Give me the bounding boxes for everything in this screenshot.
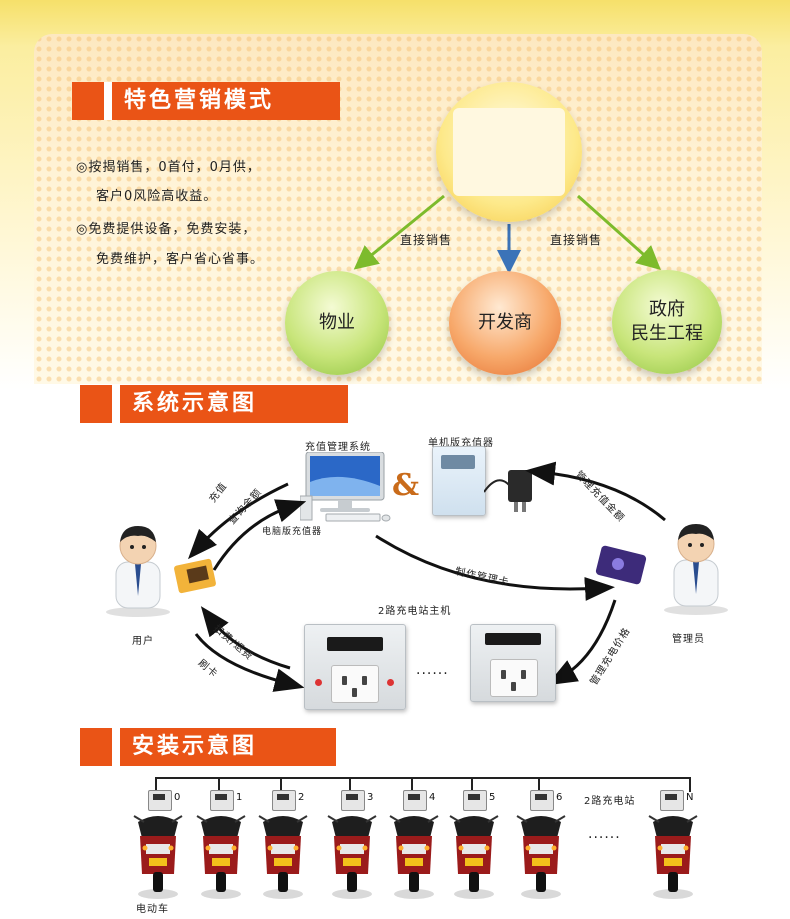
circle-government-line1: 政府 [649, 299, 685, 320]
label-ebike: 电动车 [136, 904, 169, 915]
unit-meter [530, 790, 554, 811]
ebike-icon [133, 815, 183, 899]
section-heading-install-text: 安装示意图 [132, 734, 258, 759]
user-figure-icon [106, 526, 170, 617]
label-direct-sales-right: 直接销售 [550, 233, 603, 247]
admin-figure-icon [664, 524, 728, 615]
bullet-1-cont: 客户0风险高收益。 [96, 189, 218, 204]
bullet-1: ◎按揭销售，0首付，0月供， [76, 160, 261, 175]
ebike-icon [258, 815, 308, 899]
unit-number: N [686, 792, 694, 803]
sales-arrows [353, 194, 661, 274]
unit-meter [210, 790, 234, 811]
circle-property: 物业 [285, 271, 389, 375]
host-ellipsis: ...... [416, 662, 449, 678]
circle-government-label: 政府 民生工程 [631, 298, 703, 346]
unit-meter [403, 790, 427, 811]
section-heading-system: 系统示意图 [80, 385, 348, 423]
arrow-to-property [353, 194, 445, 270]
host-1-led-2 [387, 679, 394, 686]
arrow-to-government [577, 194, 661, 270]
section-heading-marketing: 特色营销模式 [72, 82, 340, 120]
unit-number: 3 [367, 792, 374, 803]
unit-number: 1 [236, 792, 243, 803]
circle-government-line2: 民生工程 [631, 323, 703, 344]
unit-number: 4 [429, 792, 436, 803]
ampersand: & [392, 468, 421, 503]
circle-property-label: 物业 [319, 312, 355, 333]
management-card-icon [595, 545, 647, 585]
unit-meter [463, 790, 487, 811]
section-heading-install: 安装示意图 [80, 728, 336, 766]
label-admin: 管理员 [672, 634, 705, 645]
unit-meter [341, 790, 365, 811]
label-user: 用户 [132, 636, 154, 647]
label-mgmt-system: 充值管理系统 [305, 442, 371, 453]
ebike-icon [389, 815, 439, 899]
ebike-row [133, 815, 698, 899]
unit-number: 5 [489, 792, 496, 803]
ebike-icon [648, 815, 698, 899]
bullet-2-cont: 免费维护，客户省心省事。 [96, 252, 265, 267]
unit-number: 0 [174, 792, 181, 803]
unit-meter [272, 790, 296, 811]
label-station-host: 2路充电站主机 [378, 606, 452, 617]
bullet-2: ◎免费提供设备，免费安装， [76, 222, 257, 237]
charging-host-2 [470, 624, 556, 702]
section-heading-system-text: 系统示意图 [132, 391, 258, 416]
ebike-icon [449, 815, 499, 899]
system-flow-arrows [187, 461, 666, 692]
company-circle [436, 82, 582, 222]
unit-meter [148, 790, 172, 811]
install-power-bus [155, 777, 691, 792]
circle-developer-label: 开发商 [478, 312, 532, 333]
ebike-icon [516, 815, 566, 899]
ebike-icon [196, 815, 246, 899]
computer-icon [300, 452, 391, 522]
host-1-display [327, 637, 383, 651]
label-standalone-charger: 单机版充值器 [428, 438, 494, 449]
charging-host-1 [304, 624, 406, 710]
host-1-led [315, 679, 322, 686]
circle-government: 政府 民生工程 [612, 270, 722, 374]
unit-number: 6 [556, 792, 563, 803]
standalone-charger-icon [432, 446, 486, 516]
host-2-display [485, 633, 541, 645]
label-pc-charger: 电脑版充值器 [262, 527, 323, 537]
circle-developer: 开发商 [449, 271, 561, 375]
unit-meter [660, 790, 684, 811]
ebike-icon [327, 815, 377, 899]
bike-ellipsis: ...... [588, 826, 621, 842]
user-card-icon [174, 558, 216, 594]
label-station: 2路充电站 [584, 796, 636, 807]
label-direct-sales-left: 直接销售 [400, 233, 453, 247]
section-heading-marketing-text: 特色营销模式 [124, 88, 275, 113]
charger-screen [441, 455, 475, 469]
host-1-socket [331, 665, 379, 703]
unit-number: 2 [298, 792, 305, 803]
host-2-socket [490, 659, 538, 697]
logo-placeholder [453, 108, 565, 196]
